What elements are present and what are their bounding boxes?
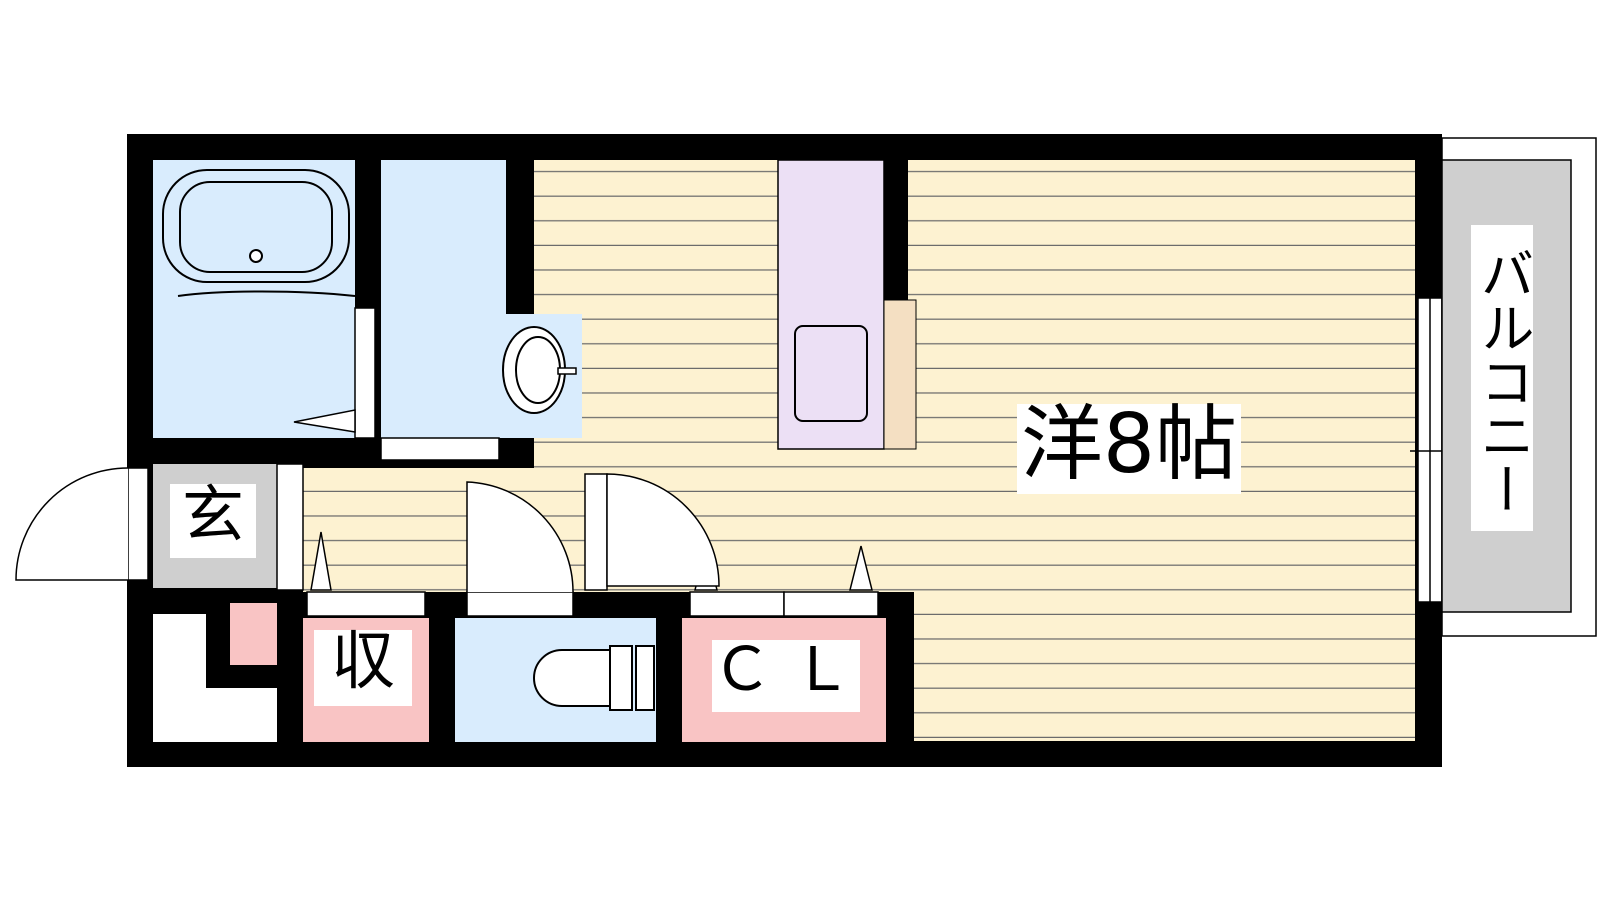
entrance-mat <box>230 603 277 665</box>
drain-icon <box>249 249 263 263</box>
toilet-icon <box>533 649 611 707</box>
closet-door-left <box>689 591 785 617</box>
bathtub-rim <box>162 169 350 283</box>
western-room-label: 洋8帖 <box>1017 404 1241 494</box>
room-door-frame <box>584 473 608 591</box>
storage-door-arrow <box>310 531 332 591</box>
kitchen-wall <box>884 160 908 300</box>
closet-door-right <box>783 591 879 617</box>
sink-icon <box>794 325 868 422</box>
storage-door <box>306 591 426 617</box>
fridge-space <box>883 299 917 450</box>
toilet-tank-back <box>635 645 655 711</box>
bathroom <box>153 160 355 438</box>
faucet-icon <box>557 367 577 375</box>
entrance-step <box>276 463 304 591</box>
bath-floor-edge <box>177 290 356 297</box>
bathtub-inner <box>179 181 333 273</box>
shoe-cabinet <box>153 614 206 742</box>
bath-door-arrow <box>293 409 356 433</box>
entrance-door-frame <box>127 467 149 581</box>
closet-door-arrow-right <box>849 545 873 591</box>
washroom-door <box>380 437 500 461</box>
room-door-swing <box>606 473 720 587</box>
washroom <box>381 160 506 438</box>
toilet-door <box>466 591 574 617</box>
bath-door <box>354 307 376 439</box>
washbasin-icon <box>502 326 566 414</box>
shoe-cabinet-lower <box>206 688 277 742</box>
storage-label: 収 <box>314 630 412 706</box>
closet-label: ＣＬ <box>712 640 860 712</box>
toilet-tank <box>609 645 633 711</box>
western-room-floor <box>534 160 1415 741</box>
entrance-door-swing <box>15 467 129 581</box>
toilet-door-swing <box>466 481 574 593</box>
balcony-label: バルコニー <box>1471 225 1534 531</box>
entrance-label: 玄 <box>170 484 256 558</box>
